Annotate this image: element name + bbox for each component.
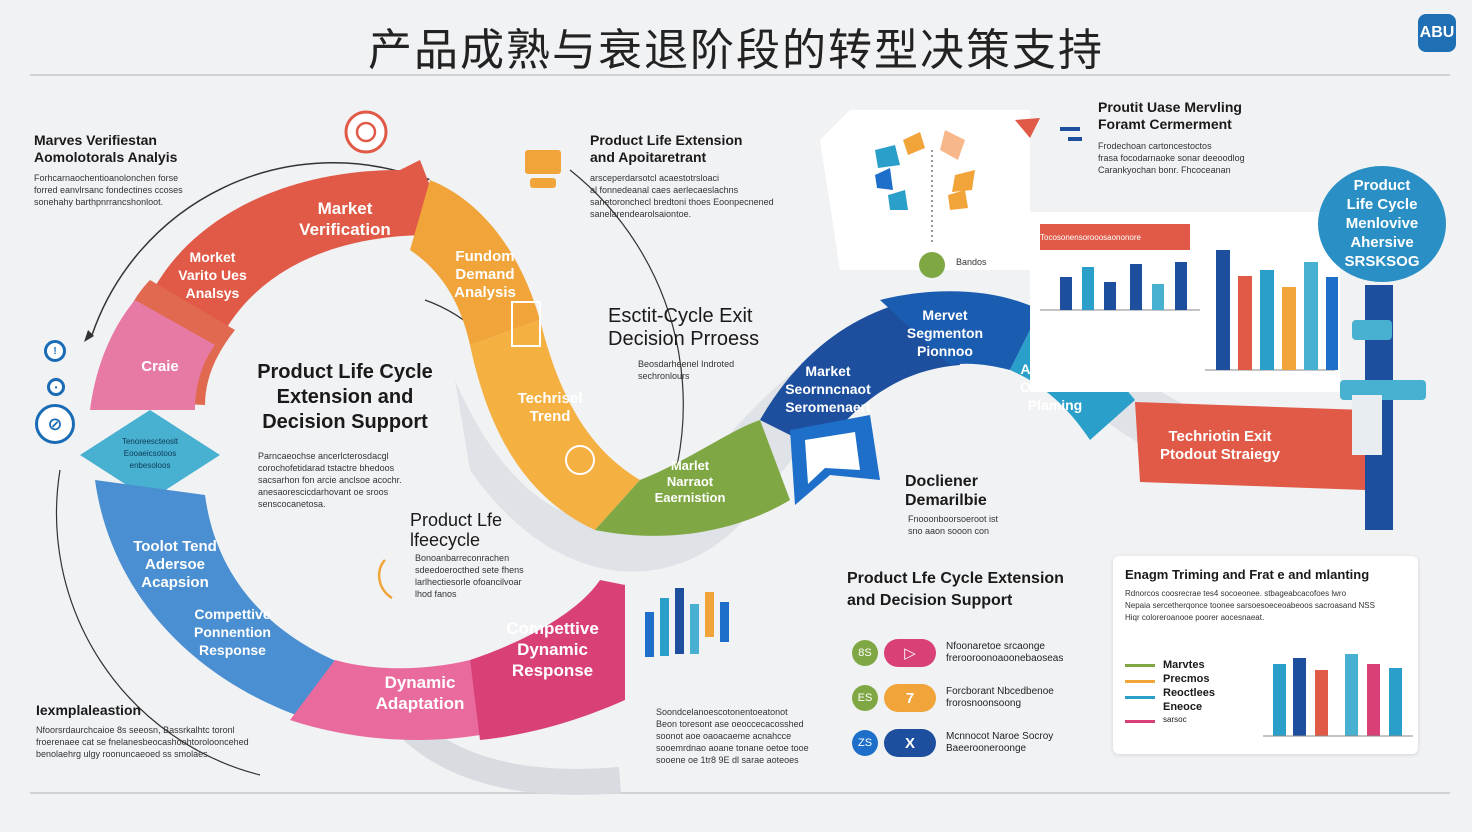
extension-heading: Product Lfe Cycle Extension and Decision… [847,570,1064,609]
pill-item-2: ZS X Mcnnocot Naroe Socroy Baeerooneroon… [852,726,1062,760]
top-left-body: Forhcarnaochentioanolonchen forse forred… [34,173,183,207]
bars-group-b [1216,250,1338,370]
exit-process-heading: Esctit-Cycle Exit Decision Prroess [608,305,760,350]
bandos-label: Bandos [956,257,987,267]
label-function-demand: Fundom Demand Analysis [454,248,516,301]
top-left-heading: Marves Verifiestan Aomolotorals Analyis [34,132,178,165]
info-dot-icon: ! [44,340,66,362]
pill-symbol-2: X [884,729,936,757]
center-heading: Product Life Cycle Extension and Decisio… [257,361,433,433]
segment-competitive-dynamic [470,580,625,740]
segment-technical-exit [1135,402,1365,490]
product-life-cycle-badge: Product Life Cycle Menlovive Ahersive SR… [1318,166,1446,282]
segment-function-demand [410,180,540,345]
brand-logo: ABU [1418,14,1456,52]
pill-text-0: Nfoonaretoe srcaonge frerooroonoaoonebao… [946,641,1064,664]
bottom-left-body: Nfoorsrdaurchcaioe 8s seeosn, Bassrkalht… [36,725,249,759]
exit-process-body: Beosdarheenel Indroted sechronlours [638,359,735,381]
segment-technical-trend [470,320,640,530]
lifecycle-heading: Product Lfe lfeecycle [410,510,503,550]
label-competitive-positioning: Compettive Ponnention Response [194,606,271,658]
pill-symbol-0: ▷ [884,639,936,667]
pill-code-2: ZS [852,730,878,756]
segment-create [90,300,215,410]
label-market-segmentation-2: Mervet Segmenton Pionnoo [906,307,984,359]
pill-code-0: 8S [852,640,878,666]
decision-diamond [80,410,220,500]
decision-heading: Docliener Demarilbie [905,473,987,509]
pill-item-0: 8S ▷ Nfoonaretoe srcaonge frerooroonoaoo… [852,636,1064,670]
label-dynamic-adaptation: Dynamic Adaptation [375,673,465,713]
timing-chart [1263,654,1413,737]
label-market-green: Marlet Narraot Eaernistion [654,458,726,505]
label-competitive-dynamic: Compettive Dynamic Response [506,619,599,680]
label-market-segmentation: Market Seornncnaot Seromenaert [785,363,871,415]
timing-card-body: Rdnorcos coosrecrae tes4 socoeonee. stba… [1125,589,1375,622]
label-tool-trend: Toolot Tend Adersoe Acapsion [133,538,217,591]
segment-market-verification [140,160,445,340]
segment-tool-trend [95,480,345,720]
pill-code-1: ES [852,685,878,711]
top-center-body: arsceperdarsotcl acaestotrsloaci al fonn… [590,173,774,219]
segment-market-segmentation-2 [880,291,1040,370]
timing-card: Enagm Triming and Frat e and mlanting Rd… [1113,556,1418,754]
block-icon: ⊘ [35,404,75,444]
segment-dynamic-adaptation [290,660,480,740]
label-alternative-planning: Alternatvo Ononuoov Plaming [1020,361,1090,413]
dot-icon: • [47,378,65,396]
top-center-heading: Product Life Extension and Apoitaretrant [590,132,743,165]
bottom-center-text: Soondcelanoescotonentoeatonot Beon tores… [656,707,809,765]
segment-market-segmentation [760,295,960,450]
pill-symbol-1: 7 [884,684,936,712]
decision-body: Fnooonboorsoeroot ist sno aaon sooon con [908,514,999,536]
top-right-heading: Proutit Uase Mervling Foramt Cermerment [1098,99,1242,132]
timing-legend-1: Precmos [1163,673,1210,685]
chart-top-right [1060,250,1338,370]
label-technical-exit: Techriotin Exit Ptodout Straiegy [1159,428,1280,463]
label-create: Craie [141,358,179,375]
pill-text-1: Forcborant Nbcedbenoe frorosnoonsoong [946,686,1054,709]
top-right-body: Frodechoan cartoncestoctos frasa focodar… [1098,141,1245,175]
label-market-verification: Market Verification [299,199,391,239]
label-market-value: Morket Varito Ues Analsys [178,249,247,301]
outer-arc-top [91,162,421,336]
diamond-text: Tenoreescteoslt Eooaeicsotoos enbesoloos [121,437,179,470]
center-body: Parncaeochse ancerlcterosdacgl corochofe… [258,451,402,509]
pill-text-2: Mcnnocot Naroe Socroy Baeerooneroonge [946,731,1054,754]
timing-legend-4: sarsoc [1163,715,1187,724]
timing-legend-3: Eneoce [1163,701,1203,713]
timing-legend-0: Marvtes [1163,659,1205,671]
label-technical-trend: Techrisel Trend [517,390,583,425]
timing-legend-2: Reoctlees [1163,687,1215,699]
segment-market-green [595,420,790,536]
bottom-left-heading: Iexmplaleastion [36,702,142,718]
pill-item-1: ES 7 Forcborant Nbcedbenoe frorosnoonsoo… [852,681,1062,715]
right-card-heading: Tocosonensorooosaononore [1040,233,1141,242]
lifecycle-body: Bonoanbarreconrachen sdeedoerocthed sete… [415,553,524,599]
footer-divider [30,792,1450,794]
timing-card-heading: Enagm Triming and Frat e and mlanting [1125,567,1370,582]
bars-group-a [1060,262,1187,310]
page-title: 产品成熟与衰退阶段的转型决策支持 [368,25,1104,76]
header-divider [30,74,1450,76]
